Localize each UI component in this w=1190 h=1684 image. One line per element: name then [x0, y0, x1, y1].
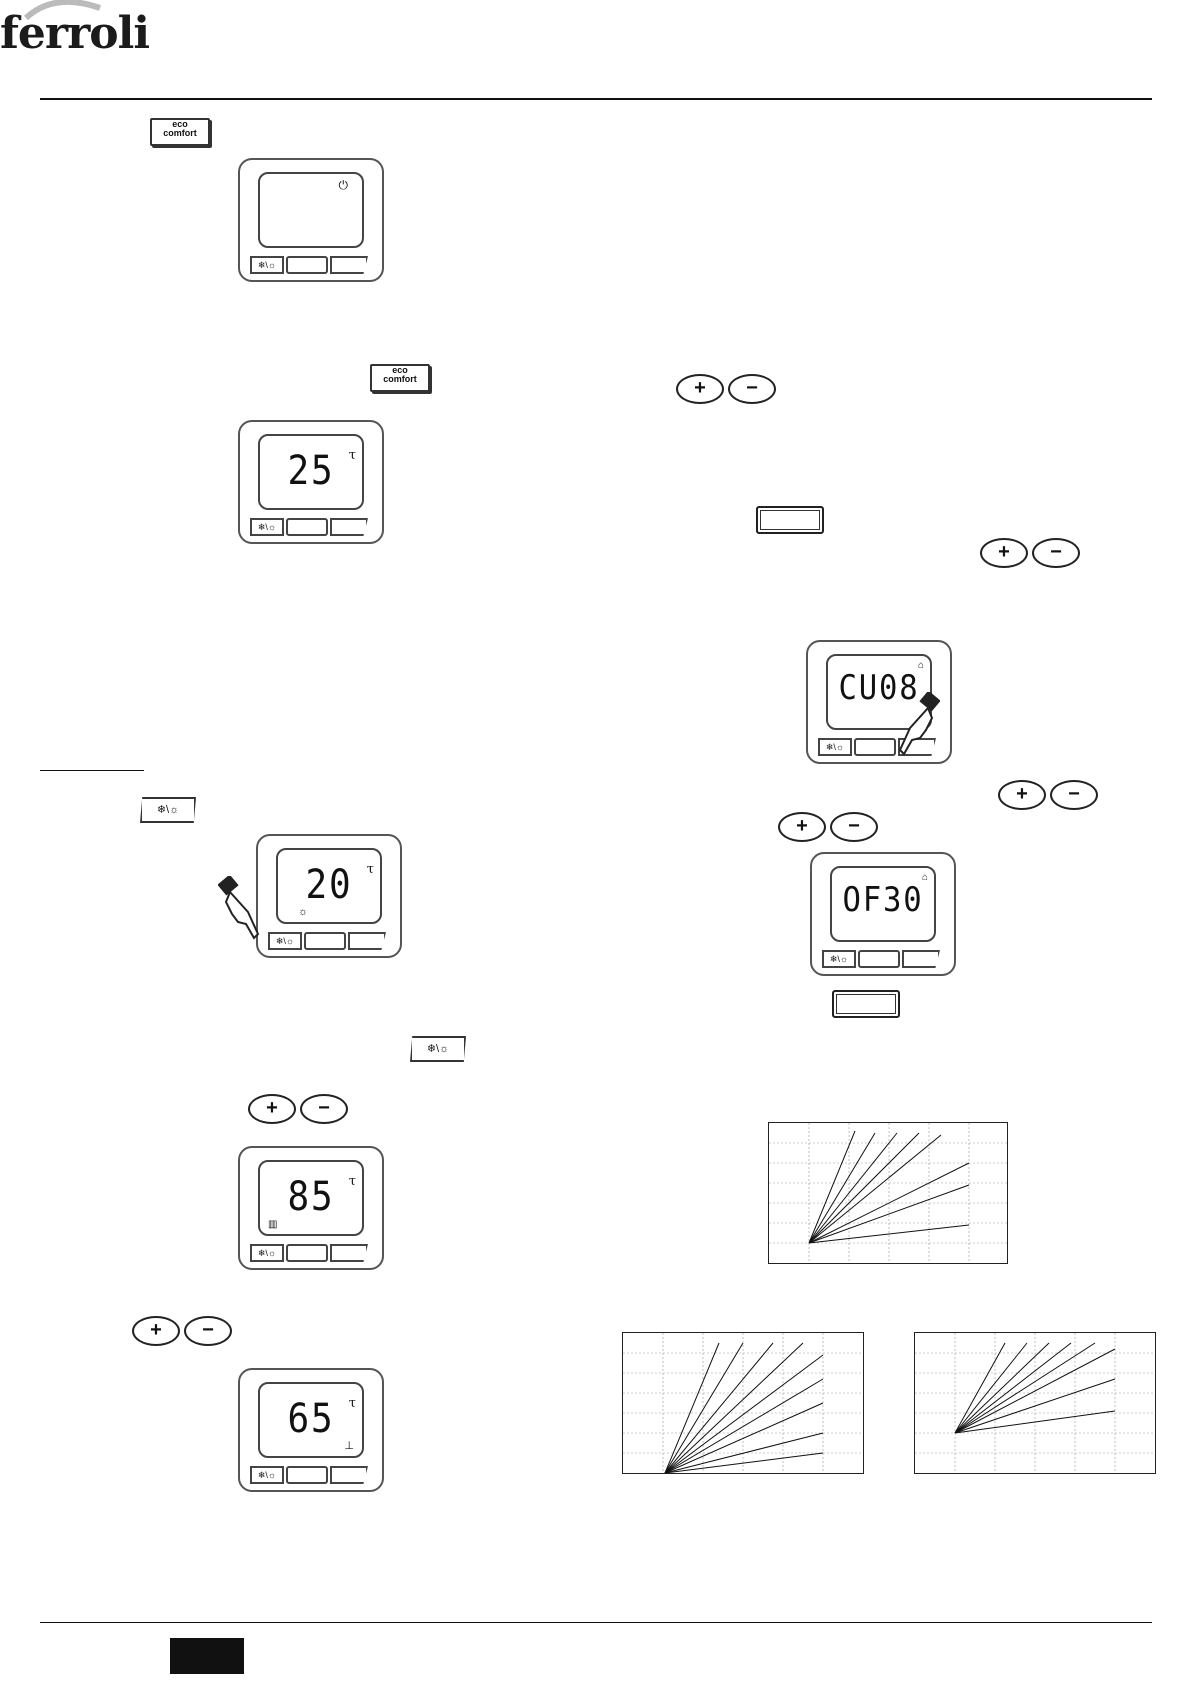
curve-chart-bottom-right: [914, 1332, 1156, 1474]
pressing-hand-icon: [218, 876, 260, 940]
thermostat-display-of30: OF30 ⌂ ❄\☼: [810, 852, 958, 976]
radiator-icon: ▥: [268, 1219, 278, 1230]
plus-icon: +: [248, 1094, 296, 1124]
plus-minus-keys-4: + −: [980, 538, 1080, 568]
minus-icon: −: [1032, 538, 1080, 568]
logo-text: ferroli: [0, 8, 150, 59]
header-rule: [40, 98, 1152, 100]
sun-icon: ☼: [298, 906, 309, 918]
thermostat-display-cu08: CU08 ⌂ ❄\☼: [806, 640, 954, 764]
minus-icon: −: [300, 1094, 348, 1124]
pressing-hand-icon-2: [898, 692, 940, 756]
plus-icon: +: [998, 780, 1046, 810]
plus-minus-keys-5: + −: [998, 780, 1098, 810]
minus-icon: −: [1050, 780, 1098, 810]
minus-icon: −: [728, 374, 776, 404]
mode-rect-key-icon-2: [832, 990, 900, 1018]
plus-icon: +: [980, 538, 1028, 568]
plus-icon: +: [676, 374, 724, 404]
winter-summer-key-icon: ❄\☼: [140, 797, 196, 823]
page-marker-box: [170, 1638, 244, 1674]
curve-lines-3: [954, 1342, 1116, 1434]
minus-icon: −: [184, 1316, 232, 1346]
footer-rule: [40, 1622, 1152, 1623]
curve-chart-top: [768, 1122, 1008, 1264]
section-underline: [40, 770, 144, 771]
winter-summer-key-icon-2: ❄\☼: [410, 1036, 466, 1062]
plus-icon: +: [778, 812, 826, 842]
house-icon: ⌂: [917, 660, 924, 671]
plus-minus-keys-3: + −: [676, 374, 776, 404]
house-icon-2: ⌂: [921, 872, 928, 883]
minus-icon: −: [830, 812, 878, 842]
plus-minus-keys-2: + −: [132, 1316, 232, 1346]
thermostat-display-off: ⏻ ❄\☼: [238, 158, 384, 282]
plus-minus-keys-6: + −: [778, 812, 878, 842]
tap-icon: ⊥: [344, 1440, 354, 1452]
curve-lines-2: [664, 1342, 824, 1473]
mode-rect-key-icon: [756, 506, 824, 534]
plus-minus-keys-1: + −: [248, 1094, 348, 1124]
power-icon: ⏻: [338, 178, 349, 192]
curve-lines: [808, 1130, 970, 1244]
curve-chart-bottom-left: [622, 1332, 864, 1474]
ferroli-logo: ferroli: [0, 0, 150, 59]
logo-swoosh-icon: [24, 0, 101, 20]
plus-icon: +: [132, 1316, 180, 1346]
